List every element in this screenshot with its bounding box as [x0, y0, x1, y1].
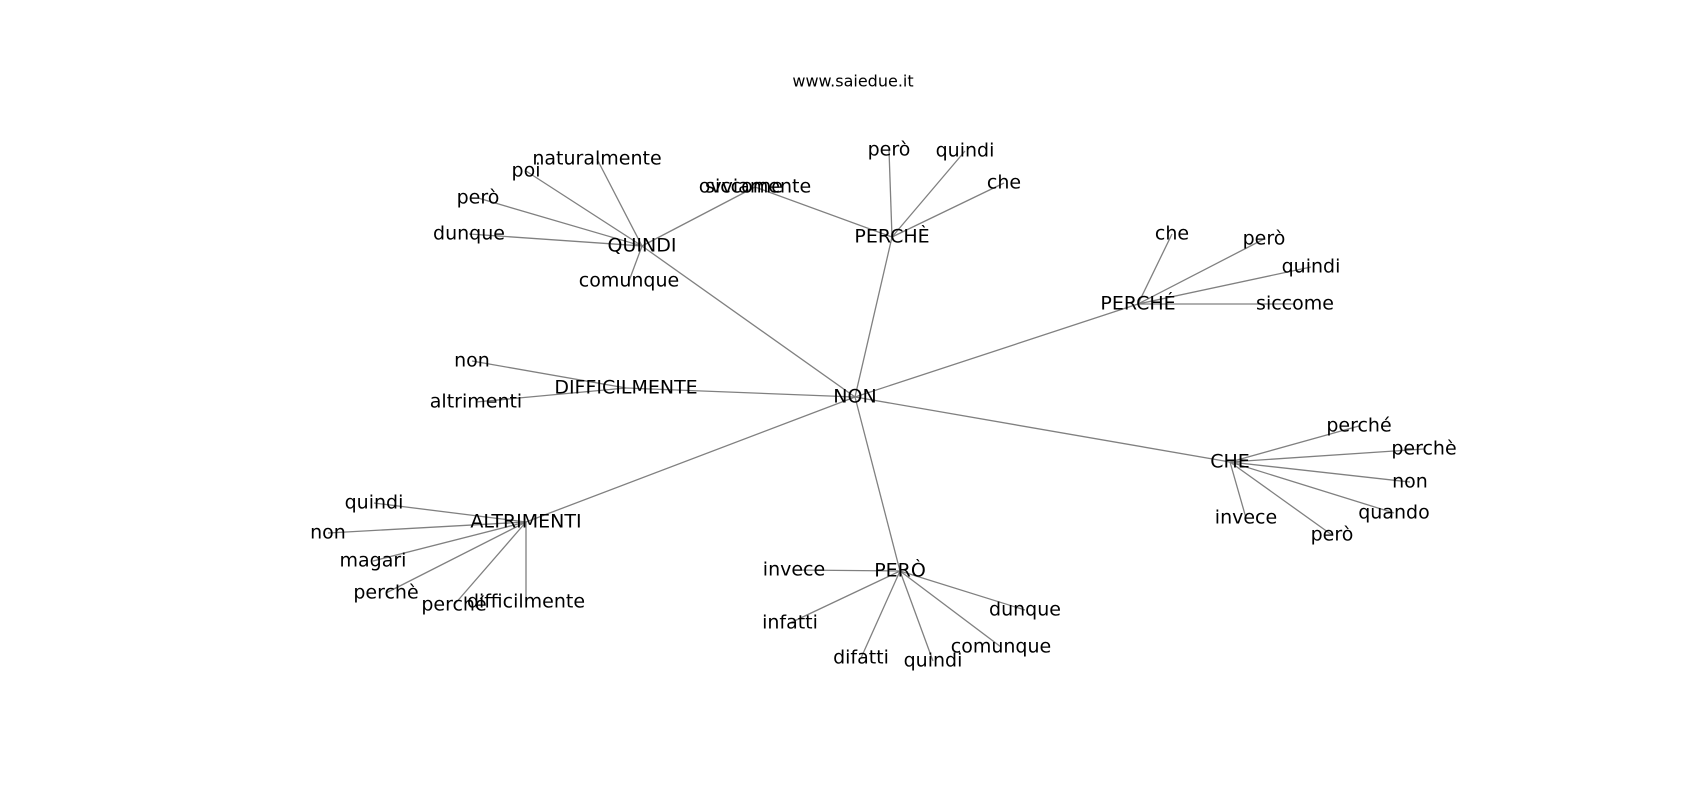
node-label-d2: altrimenti — [430, 391, 522, 413]
node-label-q3: però — [457, 187, 500, 209]
edge-n3-e2 — [1137, 238, 1265, 305]
node-label-n3: PERCHÉ — [1100, 292, 1175, 315]
node-label-n5: CHE — [1210, 451, 1250, 473]
node-label-a2: non — [310, 522, 346, 544]
node-label-n2: PERCHÈ — [854, 225, 929, 248]
edge-n3-e1 — [1137, 233, 1173, 305]
node-label-q5: comunque — [579, 270, 679, 292]
node-label-e4: siccome — [1256, 293, 1334, 315]
site-title: www.saiedue.it — [792, 72, 913, 91]
node-label-n4: DIFFICILMENTE — [554, 377, 697, 399]
edge-n0-n2 — [854, 236, 893, 398]
edge-n7-r6 — [899, 570, 1026, 611]
edge-n0-n4 — [625, 387, 856, 398]
graph-nodes: NON QUINDI PERCHÈ PERCHÉ DIFFICILMENTE CHE ALT… — [310, 139, 1457, 672]
edge-n0-n7 — [854, 396, 901, 572]
edge-n1-q6 — [641, 186, 756, 247]
edge-n6-a4 — [385, 521, 527, 594]
node-label-c1: perché — [1326, 415, 1391, 437]
node-label-a1: quindi — [345, 492, 404, 514]
edge-n5-c3 — [1229, 461, 1411, 483]
edge-n5-c5 — [1229, 461, 1333, 536]
node-label-r1: invece — [763, 559, 825, 581]
node-label-q6: ovviamente — [699, 176, 811, 198]
node-label-p1: siccome — [705, 176, 783, 198]
node-label-p3: quindi — [936, 140, 995, 162]
node-label-q4: dunque — [433, 223, 505, 245]
edge-n6-a2 — [327, 521, 527, 534]
node-label-a5: perché — [421, 594, 486, 616]
edge-n2-q6 — [754, 186, 893, 238]
node-label-q2: poi — [512, 160, 541, 182]
node-label-n0: NON — [833, 386, 876, 408]
node-label-n7: PERÒ — [874, 558, 926, 582]
edge-n4-d1 — [471, 360, 627, 389]
edge-n1-q1 — [596, 158, 643, 247]
edge-n1-q5 — [628, 245, 643, 282]
edge-n5-c6 — [1229, 461, 1247, 519]
node-label-e3: quindi — [1282, 256, 1341, 278]
node-label-q1: naturalmente — [532, 148, 661, 170]
node-label-n6: ALTRIMENTI — [470, 511, 581, 533]
node-label-c4: quando — [1358, 502, 1429, 524]
graph-edges — [327, 149, 1425, 662]
edge-n1-q2 — [525, 170, 643, 247]
edge-n7-r4 — [899, 570, 934, 662]
edge-n0-n5 — [854, 396, 1231, 463]
edge-n6-a3 — [372, 521, 527, 562]
edge-n5-c4 — [1229, 461, 1395, 514]
node-label-c5: però — [1311, 524, 1354, 546]
edge-n0-n6 — [525, 396, 856, 523]
node-label-r3: difatti — [833, 647, 889, 669]
edge-n7-r3 — [860, 570, 901, 659]
edge-n5-c2 — [1229, 448, 1425, 463]
node-label-a6: difficilmente — [467, 591, 585, 613]
node-label-c6: invece — [1215, 507, 1277, 529]
edge-n2-p2 — [888, 149, 893, 238]
node-label-r6: dunque — [989, 599, 1061, 621]
edge-n7-r1 — [793, 569, 901, 572]
node-label-p2: però — [868, 139, 911, 161]
edge-n1-q3 — [477, 197, 643, 247]
edge-n6-a1 — [373, 502, 527, 523]
edge-n4-d2 — [475, 387, 627, 403]
edge-n2-p4 — [891, 182, 1005, 238]
edge-n3-e3 — [1137, 266, 1312, 305]
edge-n6-a5 — [453, 521, 527, 606]
node-label-n1: QUINDI — [608, 235, 677, 257]
node-label-d1: non — [454, 350, 490, 372]
node-label-c3: non — [1392, 471, 1428, 493]
node-label-c2: perchè — [1391, 438, 1456, 460]
node-label-r4: quindi — [904, 650, 963, 672]
node-label-a3: magari — [340, 550, 407, 572]
edge-n2-p3 — [891, 150, 966, 238]
edge-n0-n3 — [854, 303, 1139, 398]
node-label-r5: comunque — [951, 636, 1051, 658]
node-label-r2: infatti — [762, 612, 818, 634]
edge-n1-q4 — [468, 233, 643, 247]
edge-n7-r2 — [789, 570, 901, 624]
node-label-p4: che — [987, 172, 1021, 194]
edge-n5-c1 — [1229, 425, 1360, 463]
node-label-e1: che — [1155, 223, 1189, 245]
node-label-a4: perchè — [353, 582, 418, 604]
edge-n0-n1 — [641, 245, 856, 398]
edge-n7-r5 — [899, 570, 1002, 648]
node-label-e2: però — [1243, 228, 1286, 250]
